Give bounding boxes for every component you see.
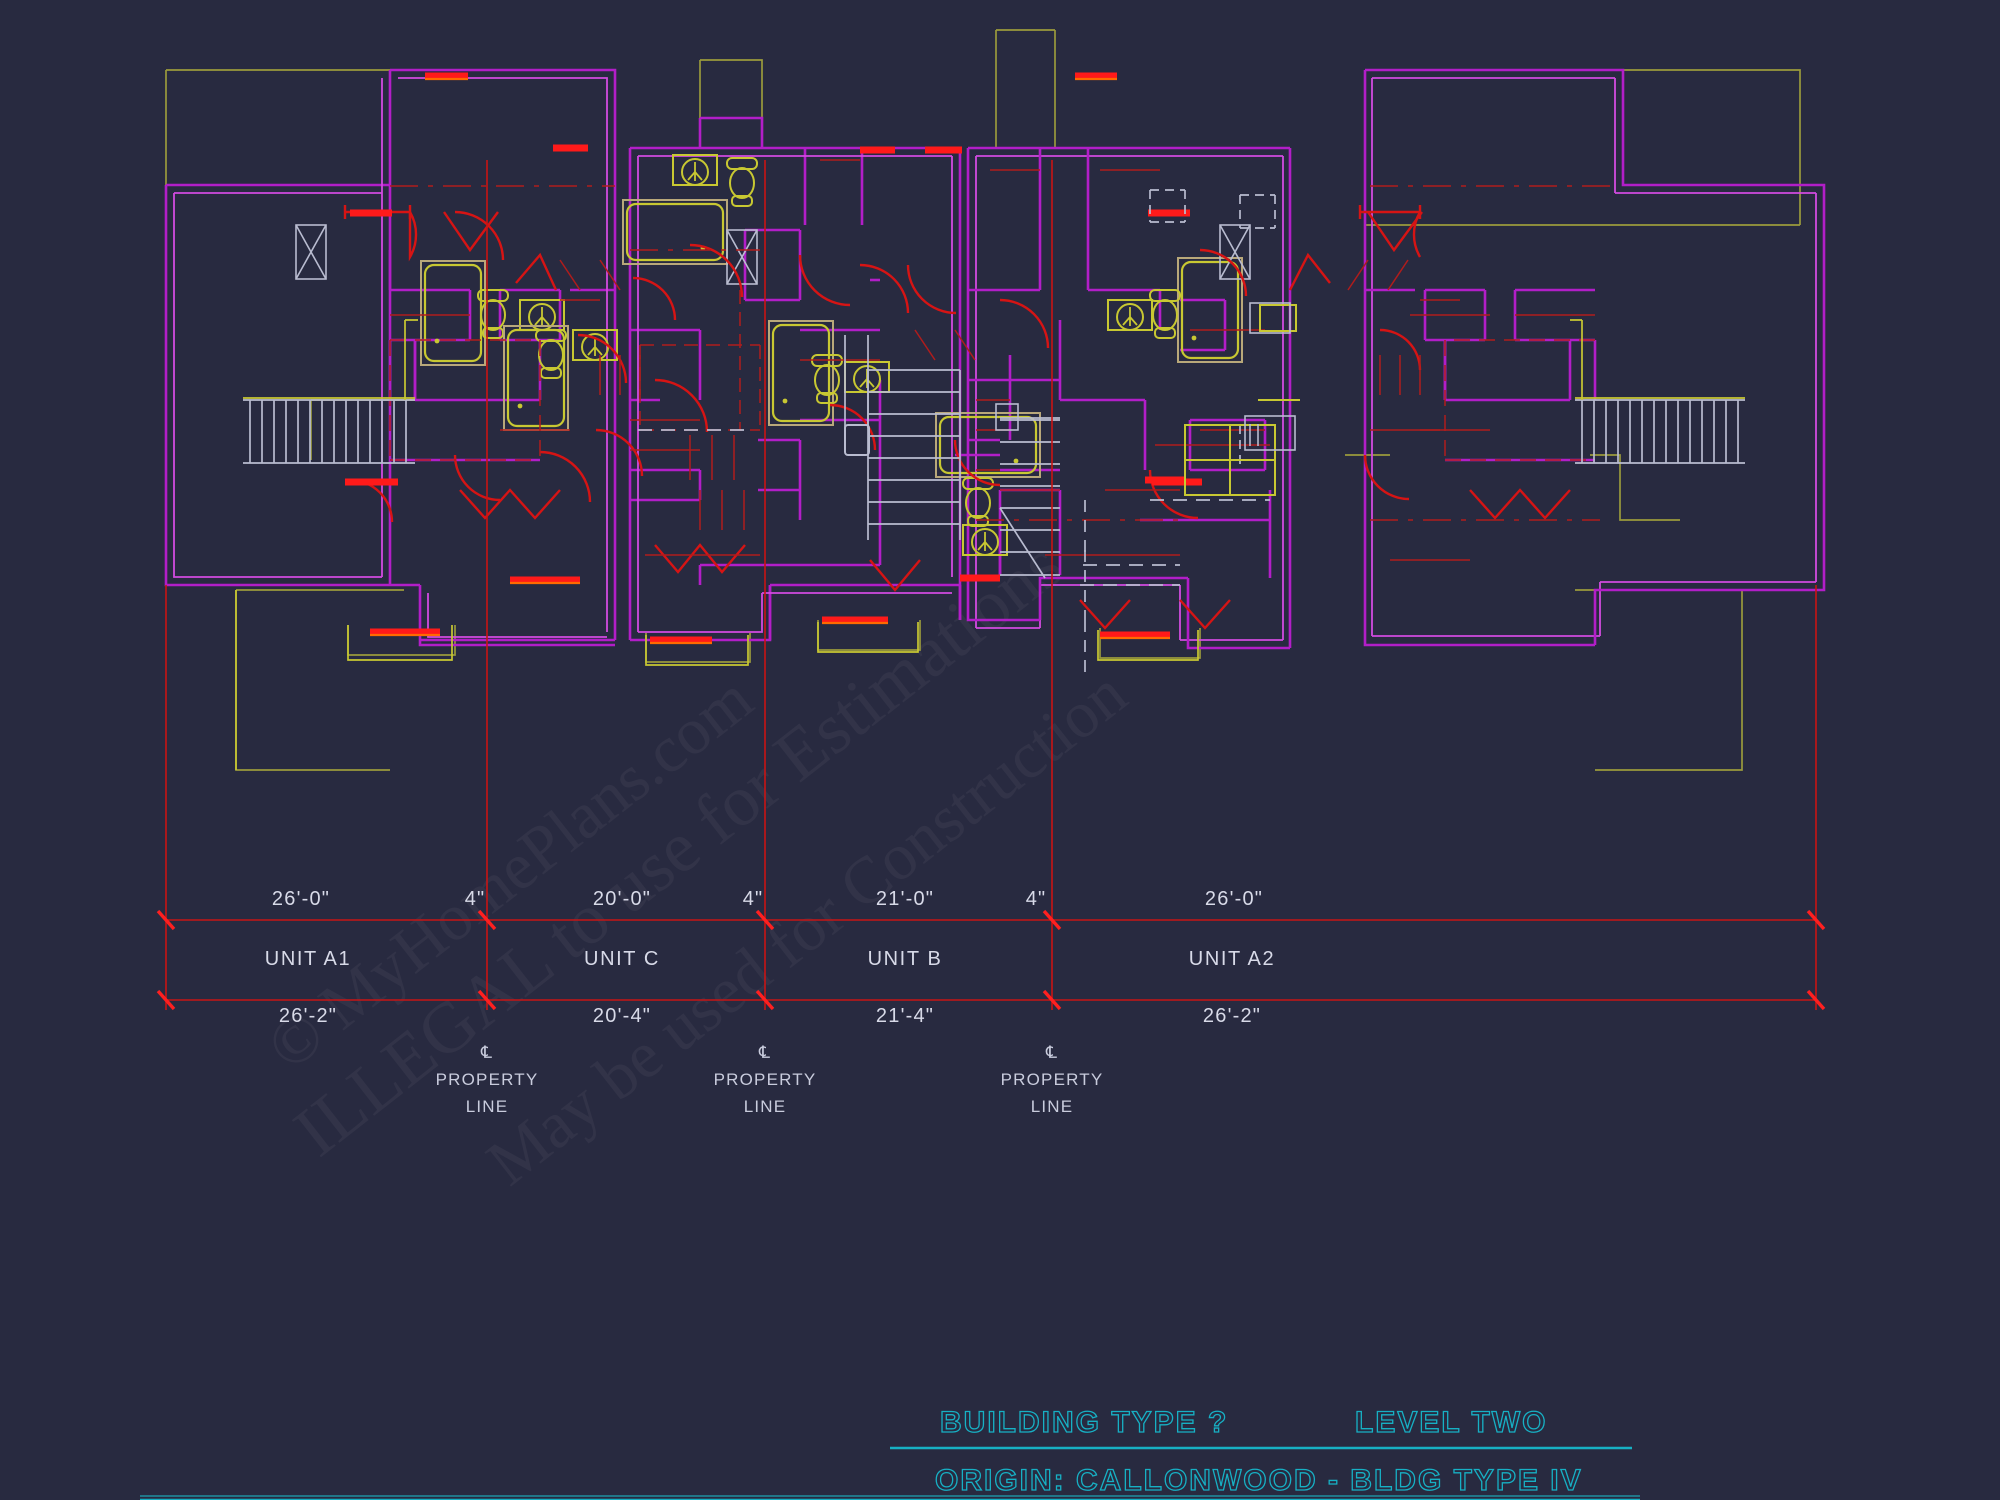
dimension-value: 4" bbox=[465, 888, 486, 910]
dimension-value: 20'-4" bbox=[593, 1005, 651, 1027]
centerline-symbol: ℄ bbox=[758, 1043, 771, 1062]
unit-label: UNIT B bbox=[868, 948, 943, 970]
origin-label: ORIGIN: CALLONWOOD - BLDG TYPE IV bbox=[935, 1464, 1583, 1497]
property-line-label: LINE bbox=[1031, 1097, 1074, 1116]
unit-label: UNIT A2 bbox=[1189, 948, 1275, 970]
dimension-text-lower-row: 26'-2" 20'-4" 21'-4" 26'-2" bbox=[279, 1005, 1261, 1027]
dimension-value: 26'-2" bbox=[1203, 1005, 1261, 1027]
dimension-value: 4" bbox=[743, 888, 764, 910]
centerline-symbol: ℄ bbox=[1045, 1043, 1058, 1062]
property-line-label: PROPERTY bbox=[1001, 1070, 1104, 1089]
unit-label-row: UNIT A1 UNIT C UNIT B UNIT A2 bbox=[265, 948, 1275, 970]
wall-layer-inner bbox=[173, 77, 1817, 641]
dimension-value: 21'-4" bbox=[876, 1005, 934, 1027]
dimension-value: 4" bbox=[1026, 888, 1047, 910]
dimension-value: 26'-0" bbox=[272, 888, 330, 910]
sheet-title: BUILDING TYPE ? bbox=[940, 1406, 1228, 1439]
dimension-value: 21'-0" bbox=[876, 888, 934, 910]
property-line-label: PROPERTY bbox=[714, 1070, 817, 1089]
property-line-label: LINE bbox=[744, 1097, 787, 1116]
property-line-label: PROPERTY bbox=[436, 1070, 539, 1089]
detail-yellow-layer bbox=[235, 319, 1745, 770]
furniture-layer bbox=[1184, 304, 1300, 496]
property-line-label: LINE bbox=[466, 1097, 509, 1116]
window-highlight-layer bbox=[370, 77, 1170, 645]
furniture-outline-layer bbox=[1244, 302, 1296, 451]
window-layer bbox=[345, 72, 1202, 644]
centerline-symbol: ℄ bbox=[480, 1043, 493, 1062]
unit-label: UNIT C bbox=[584, 948, 660, 970]
dimension-value: 26'-2" bbox=[279, 1005, 337, 1027]
stair-layer bbox=[243, 189, 1745, 680]
dimension-text-upper-row: 26'-0" 4" 20'-0" 4" 21'-0" 4" 26'-0" bbox=[272, 888, 1263, 910]
dimension-ticks bbox=[156, 909, 1826, 1011]
property-line-labels: ℄ PROPERTY LINE ℄ PROPERTY LINE ℄ PROPERTY LINE bbox=[436, 1043, 1104, 1116]
unit-b-interior-walls bbox=[955, 146, 1292, 650]
unit-label: UNIT A1 bbox=[265, 948, 351, 970]
level-label: LEVEL TWO bbox=[1355, 1406, 1547, 1439]
fixture-dash-layer bbox=[389, 159, 1615, 561]
dimension-value: 26'-0" bbox=[1205, 888, 1263, 910]
dimension-value: 20'-0" bbox=[593, 888, 651, 910]
